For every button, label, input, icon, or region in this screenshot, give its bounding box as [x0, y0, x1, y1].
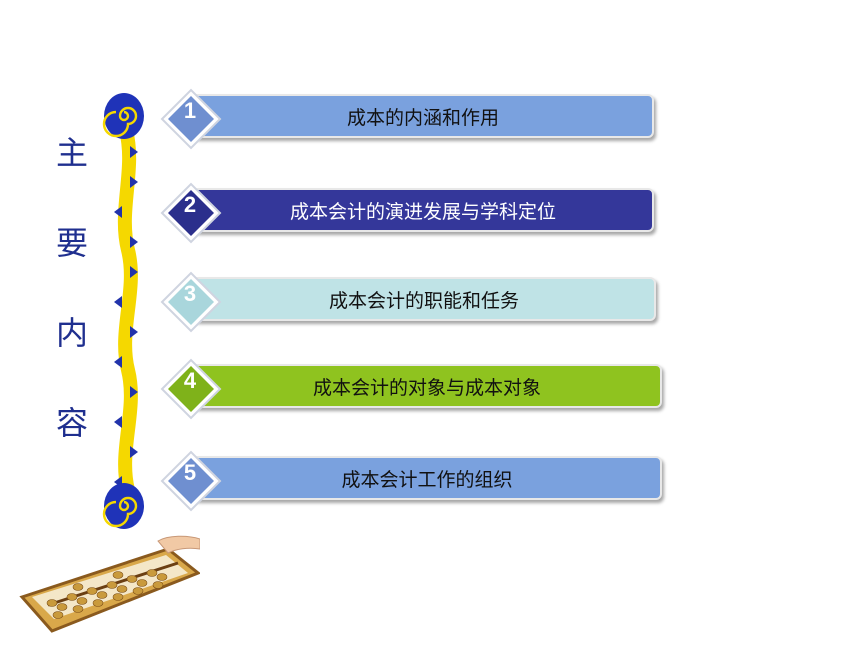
item-number: 3 — [183, 281, 197, 306]
title-char: 内 — [55, 314, 88, 352]
menu-item-4[interactable]: 成本会计的对象与成本对象 4 — [158, 356, 678, 420]
title-char: 主 — [55, 134, 88, 172]
item-bar[interactable]: 成本会计的职能和任务 — [192, 277, 656, 321]
item-label: 成本会计的对象与成本对象 — [312, 376, 541, 399]
abacus-image — [19, 535, 200, 633]
item-label: 成本会计的职能和任务 — [328, 289, 519, 312]
item-label: 成本的内涵和作用 — [346, 106, 499, 129]
item-number: 2 — [183, 192, 197, 217]
item-number: 4 — [183, 368, 197, 393]
title-char: 要 — [55, 224, 88, 262]
menu-item-1[interactable]: 成本的内涵和作用 1 — [158, 86, 678, 150]
item-label: 成本会计的演进发展与学科定位 — [289, 200, 556, 223]
diamond-badge — [160, 358, 222, 420]
item-number: 5 — [183, 460, 197, 485]
diamond-badge — [160, 88, 222, 150]
vertical-title: 主 要 内 容 — [52, 128, 92, 488]
spiral-icon — [102, 483, 144, 529]
decorative-rail — [102, 93, 144, 529]
diamond-badge — [160, 271, 222, 333]
item-number: 1 — [183, 98, 197, 123]
spiral-icon — [102, 93, 144, 139]
item-label: 成本会计工作的组织 — [341, 468, 513, 491]
item-bar[interactable]: 成本会计的对象与成本对象 — [192, 364, 662, 408]
item-bar[interactable]: 成本的内涵和作用 — [192, 94, 654, 138]
item-bar[interactable]: 成本会计的演进发展与学科定位 — [192, 188, 654, 232]
menu-item-5[interactable]: 成本会计工作的组织 5 — [158, 448, 678, 512]
title-char: 容 — [55, 404, 88, 442]
diamond-badge — [160, 182, 222, 244]
item-bar[interactable]: 成本会计工作的组织 — [192, 456, 662, 500]
menu-item-3[interactable]: 成本会计的职能和任务 3 — [158, 269, 678, 333]
diamond-badge — [160, 450, 222, 512]
menu-item-2[interactable]: 成本会计的演进发展与学科定位 2 — [158, 180, 678, 244]
